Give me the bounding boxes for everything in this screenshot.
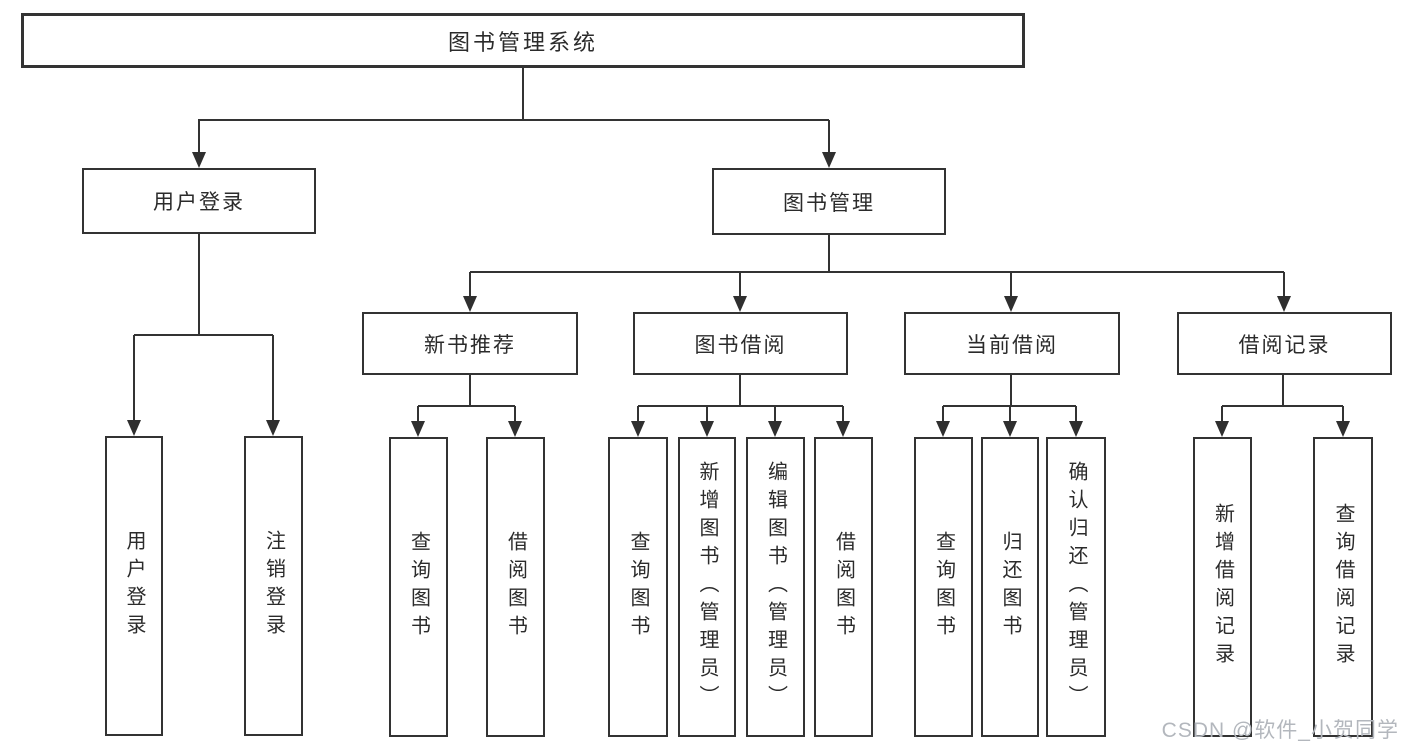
leaf-confirm-return-admin-label: 确认归还（管理员） [1065, 461, 1087, 713]
leaf-query-book-1-label: 查询图书 [407, 531, 430, 643]
node-current-borrow: 当前借阅 [904, 312, 1120, 375]
leaf-query-borrow-record-label: 查询借阅记录 [1332, 503, 1354, 671]
leaf-add-borrow-record-label: 新增借阅记录 [1211, 503, 1234, 671]
node-root-label: 图书管理系统 [447, 29, 598, 55]
leaf-return-book-label: 归还图书 [999, 531, 1021, 643]
node-root: 图书管理系统 [21, 13, 1025, 68]
node-book-borrow-label: 图书借阅 [694, 333, 787, 357]
csdn-watermark: CSDN @软件_小贺同学 [1161, 719, 1399, 742]
node-new-book-recommend: 新书推荐 [362, 312, 578, 375]
leaf-confirm-return-admin: 确认归还（管理员） [1046, 437, 1106, 737]
leaf-edit-book-admin: 编辑图书（管理员） [746, 437, 805, 737]
node-borrow-record-label: 借阅记录 [1238, 333, 1331, 357]
leaf-add-borrow-record: 新增借阅记录 [1193, 437, 1252, 737]
node-book-management: 图书管理 [712, 168, 946, 235]
node-current-borrow-label: 当前借阅 [966, 333, 1058, 357]
leaf-query-borrow-record: 查询借阅记录 [1313, 437, 1373, 737]
leaf-query-book-2: 查询图书 [608, 437, 668, 737]
tree-lines [133, 68, 1344, 423]
leaf-query-book-1: 查询图书 [389, 437, 448, 737]
node-user-login: 用户登录 [82, 168, 316, 234]
leaf-logout-label: 注销登录 [262, 530, 285, 642]
leaf-query-book-3: 查询图书 [914, 437, 973, 737]
arrowheads [127, 152, 1350, 437]
node-borrow-record: 借阅记录 [1177, 312, 1392, 375]
leaf-borrow-book-2-label: 借阅图书 [832, 531, 855, 643]
node-user-login-label: 用户登录 [153, 191, 245, 214]
leaf-borrow-book-1-label: 借阅图书 [504, 531, 527, 643]
node-book-borrow: 图书借阅 [633, 312, 848, 375]
leaf-query-book-3-label: 查询图书 [932, 531, 955, 643]
leaf-add-book-admin: 新增图书（管理员） [678, 437, 736, 737]
node-book-management-label: 图书管理 [783, 191, 875, 215]
leaf-return-book: 归还图书 [981, 437, 1039, 737]
leaf-borrow-book-1: 借阅图书 [486, 437, 545, 737]
leaf-query-book-2-label: 查询图书 [627, 531, 649, 643]
node-new-book-recommend-label: 新书推荐 [424, 333, 516, 357]
leaf-edit-book-admin-label: 编辑图书（管理员） [764, 461, 787, 713]
leaf-user-login-label: 用户登录 [123, 530, 145, 642]
leaf-logout: 注销登录 [244, 436, 303, 736]
leaf-add-book-admin-label: 新增图书（管理员） [696, 461, 718, 713]
leaf-borrow-book-2: 借阅图书 [814, 437, 873, 737]
leaf-user-login: 用户登录 [105, 436, 163, 736]
